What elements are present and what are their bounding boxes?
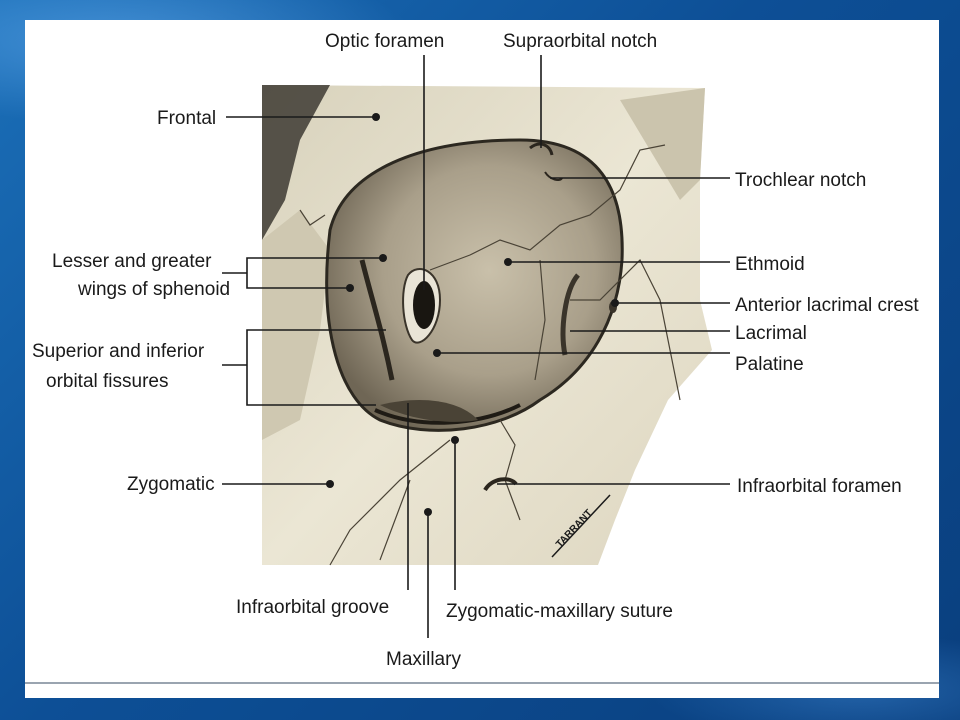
label-maxillary: Maxillary bbox=[386, 649, 461, 670]
label-zygomatic-maxillary-suture: Zygomatic-maxillary suture bbox=[446, 601, 673, 622]
label-optic-foramen: Optic foramen bbox=[325, 31, 444, 52]
label-supraorbital-notch: Supraorbital notch bbox=[503, 31, 657, 52]
skull-illustration bbox=[262, 85, 712, 566]
label-infraorbital-groove: Infraorbital groove bbox=[236, 597, 389, 618]
label-ethmoid: Ethmoid bbox=[735, 254, 805, 275]
label-anterior-lacrimal-crest: Anterior lacrimal crest bbox=[735, 295, 919, 316]
label-lesser-greater-1: Lesser and greater bbox=[52, 251, 212, 272]
label-superior-inferior-2: orbital fissures bbox=[46, 371, 169, 392]
panel-divider bbox=[25, 682, 939, 684]
label-frontal: Frontal bbox=[157, 108, 216, 129]
pointer-dots bbox=[326, 113, 619, 516]
label-trochlear-notch: Trochlear notch bbox=[735, 170, 866, 191]
label-zygomatic: Zygomatic bbox=[127, 474, 215, 495]
label-palatine: Palatine bbox=[735, 354, 804, 375]
label-lacrimal: Lacrimal bbox=[735, 323, 807, 344]
leader-lines bbox=[222, 55, 730, 638]
label-superior-inferior-1: Superior and inferior bbox=[32, 341, 205, 362]
label-lesser-greater-2: wings of sphenoid bbox=[77, 279, 230, 300]
label-infraorbital-foramen: Infraorbital foramen bbox=[737, 476, 902, 497]
